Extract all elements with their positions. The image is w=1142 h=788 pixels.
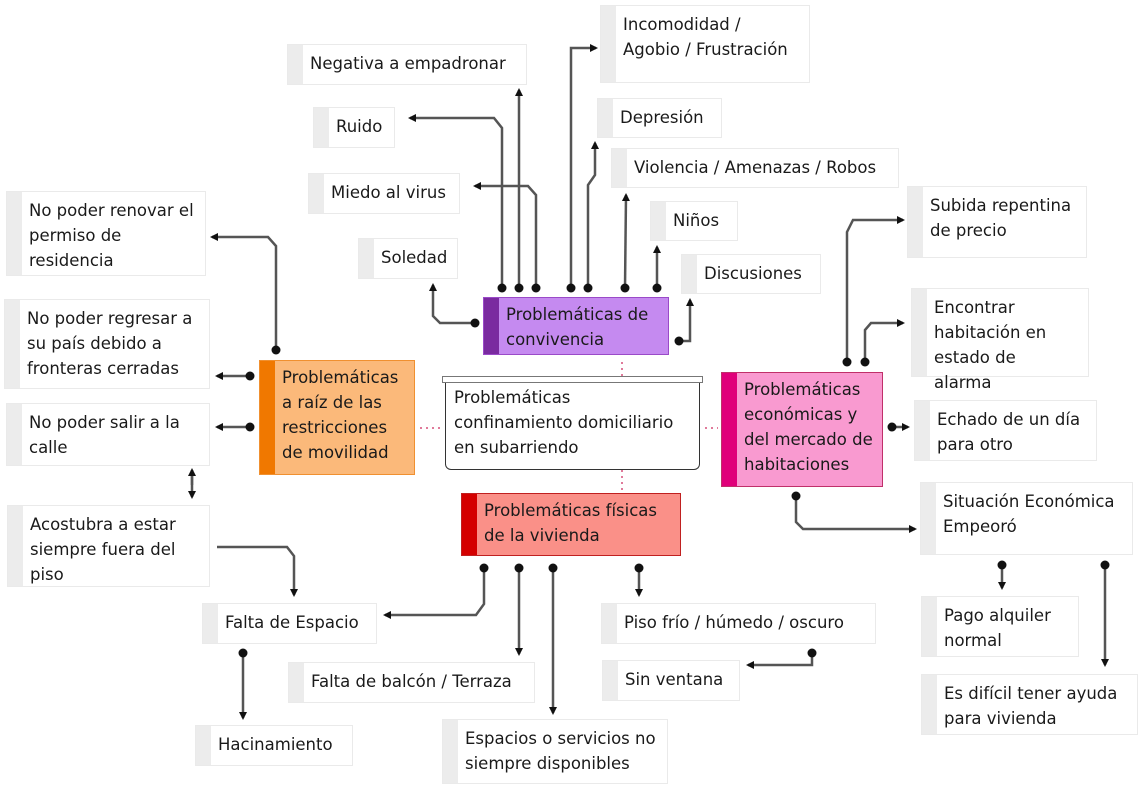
node-label: Falta de Espacio (225, 613, 359, 632)
category-fisicas[interactable]: Problemáticas físicas de la vivienda (461, 493, 681, 556)
node-pago-alquiler[interactable]: Pago alquiler normal (921, 596, 1079, 657)
connector-situacion (794, 496, 917, 533)
node-violencia[interactable]: Violencia / Amenazas / Robos (611, 148, 899, 188)
node-piso-frio[interactable]: Piso frío / húmedo / oscuro (601, 603, 876, 644)
node-situacion-economica[interactable]: Situación Económica Empeoró (920, 482, 1133, 555)
category-label: Problemáticas de convivencia (506, 305, 649, 349)
node-ruido[interactable]: Ruido (313, 107, 395, 148)
connector-ruido (408, 114, 504, 288)
node-regresar-pais[interactable]: No poder regresar a su país debido a fro… (4, 299, 210, 389)
node-label: Hacinamiento (218, 735, 333, 754)
category-economicas[interactable]: Problemáticas económicas y del mercado d… (721, 372, 883, 487)
node-falta-balcon[interactable]: Falta de balcón / Terraza (288, 662, 535, 703)
node-ayuda-vivienda[interactable]: Es difícil tener ayuda para vivienda (921, 674, 1138, 735)
node-label: No poder renovar el permiso de residenci… (29, 201, 194, 270)
node-renovar-permiso[interactable]: No poder renovar el permiso de residenci… (6, 191, 206, 276)
node-label: Echado de un día para otro (937, 410, 1081, 454)
node-label: Soledad (381, 248, 448, 267)
node-discusiones[interactable]: Discusiones (681, 254, 821, 294)
node-label: Violencia / Amenazas / Robos (634, 158, 877, 177)
node-label: Es difícil tener ayuda para vivienda (944, 684, 1118, 728)
node-label: Miedo al virus (331, 183, 446, 202)
node-espacios-servicios[interactable]: Espacios o servicios no siempre disponib… (442, 719, 668, 784)
node-label: Incomodidad / Agobio / Frustración (623, 15, 788, 59)
category-label: Problemáticas económicas y del mercado d… (744, 380, 873, 474)
category-accent-bar (462, 494, 477, 555)
category-convivencia[interactable]: Problemáticas de convivencia (483, 297, 669, 355)
node-acostumbra[interactable]: Acostubra a estar siempre fuera del piso (7, 505, 210, 587)
node-sin-ventana[interactable]: Sin ventana (602, 660, 740, 701)
node-echado[interactable]: Echado de un día para otro (914, 400, 1097, 461)
connector-discusiones (679, 298, 694, 343)
node-negativa-empadronar[interactable]: Negativa a empadronar (287, 44, 527, 85)
category-accent-bar (722, 373, 737, 486)
center-cap (442, 376, 703, 383)
node-label: Piso frío / húmedo / oscuro (624, 613, 844, 632)
connector-miedo (473, 182, 538, 288)
category-label: Problemáticas a raíz de las restriccione… (282, 368, 399, 462)
node-label: Espacios o servicios no siempre disponib… (465, 729, 656, 773)
connector-ventana (746, 653, 814, 669)
node-label: Acostubra a estar siempre fuera del piso (30, 515, 176, 584)
node-label: Pago alquiler normal (944, 606, 1051, 650)
node-label: Sin ventana (625, 670, 724, 689)
node-label: Discusiones (704, 264, 802, 283)
connector-subida (845, 216, 905, 362)
node-falta-espacio[interactable]: Falta de Espacio (202, 603, 377, 644)
node-label: No poder salir a la calle (29, 413, 180, 457)
node-salir-calle[interactable]: No poder salir a la calle (6, 403, 210, 466)
node-label: Situación Económica Empeoró (943, 492, 1115, 536)
node-depresion[interactable]: Depresión (597, 98, 722, 138)
connector-acostumbra-espacio (217, 545, 298, 597)
center-node[interactable]: Problemáticas confinamiento domiciliario… (445, 383, 700, 470)
node-label: Subida repentina de precio (930, 196, 1072, 240)
node-ninos[interactable]: Niños (650, 201, 738, 241)
connector-depresion (586, 141, 599, 288)
node-hacinamiento[interactable]: Hacinamiento (195, 725, 353, 766)
connector-soledad (429, 283, 475, 325)
node-encontrar-habitacion[interactable]: Encontrar habitación en estado de alarma (911, 288, 1089, 392)
category-accent-bar (260, 361, 275, 474)
node-label: Negativa a empadronar (310, 54, 506, 73)
connector-espacio (383, 568, 486, 619)
connector-renovar (210, 233, 278, 350)
node-label: No poder regresar a su país debido a fro… (27, 309, 193, 378)
connector-violencia (621, 193, 630, 289)
node-subida-precio[interactable]: Subida repentina de precio (907, 186, 1087, 258)
category-accent-bar (484, 298, 499, 354)
node-label: Encontrar habitación en estado de alarma (934, 298, 1047, 392)
node-soledad[interactable]: Soledad (358, 238, 458, 279)
node-label: Ruido (336, 117, 383, 136)
category-movilidad[interactable]: Problemáticas a raíz de las restriccione… (259, 360, 415, 475)
connector-dots (238, 283, 1110, 658)
connector-incomodidad (569, 44, 598, 288)
node-incomodidad[interactable]: Incomodidad / Agobio / Frustración (600, 5, 810, 83)
node-label: Depresión (620, 108, 704, 127)
node-label: Falta de balcón / Terraza (311, 672, 512, 691)
node-label: Niños (673, 211, 720, 230)
center-label: Problemáticas confinamiento domiciliario… (454, 388, 674, 457)
node-miedo-virus[interactable]: Miedo al virus (308, 173, 460, 214)
connector-encontrar (863, 319, 905, 362)
category-label: Problemáticas físicas de la vivienda (484, 501, 658, 545)
dotted-links (420, 362, 718, 490)
